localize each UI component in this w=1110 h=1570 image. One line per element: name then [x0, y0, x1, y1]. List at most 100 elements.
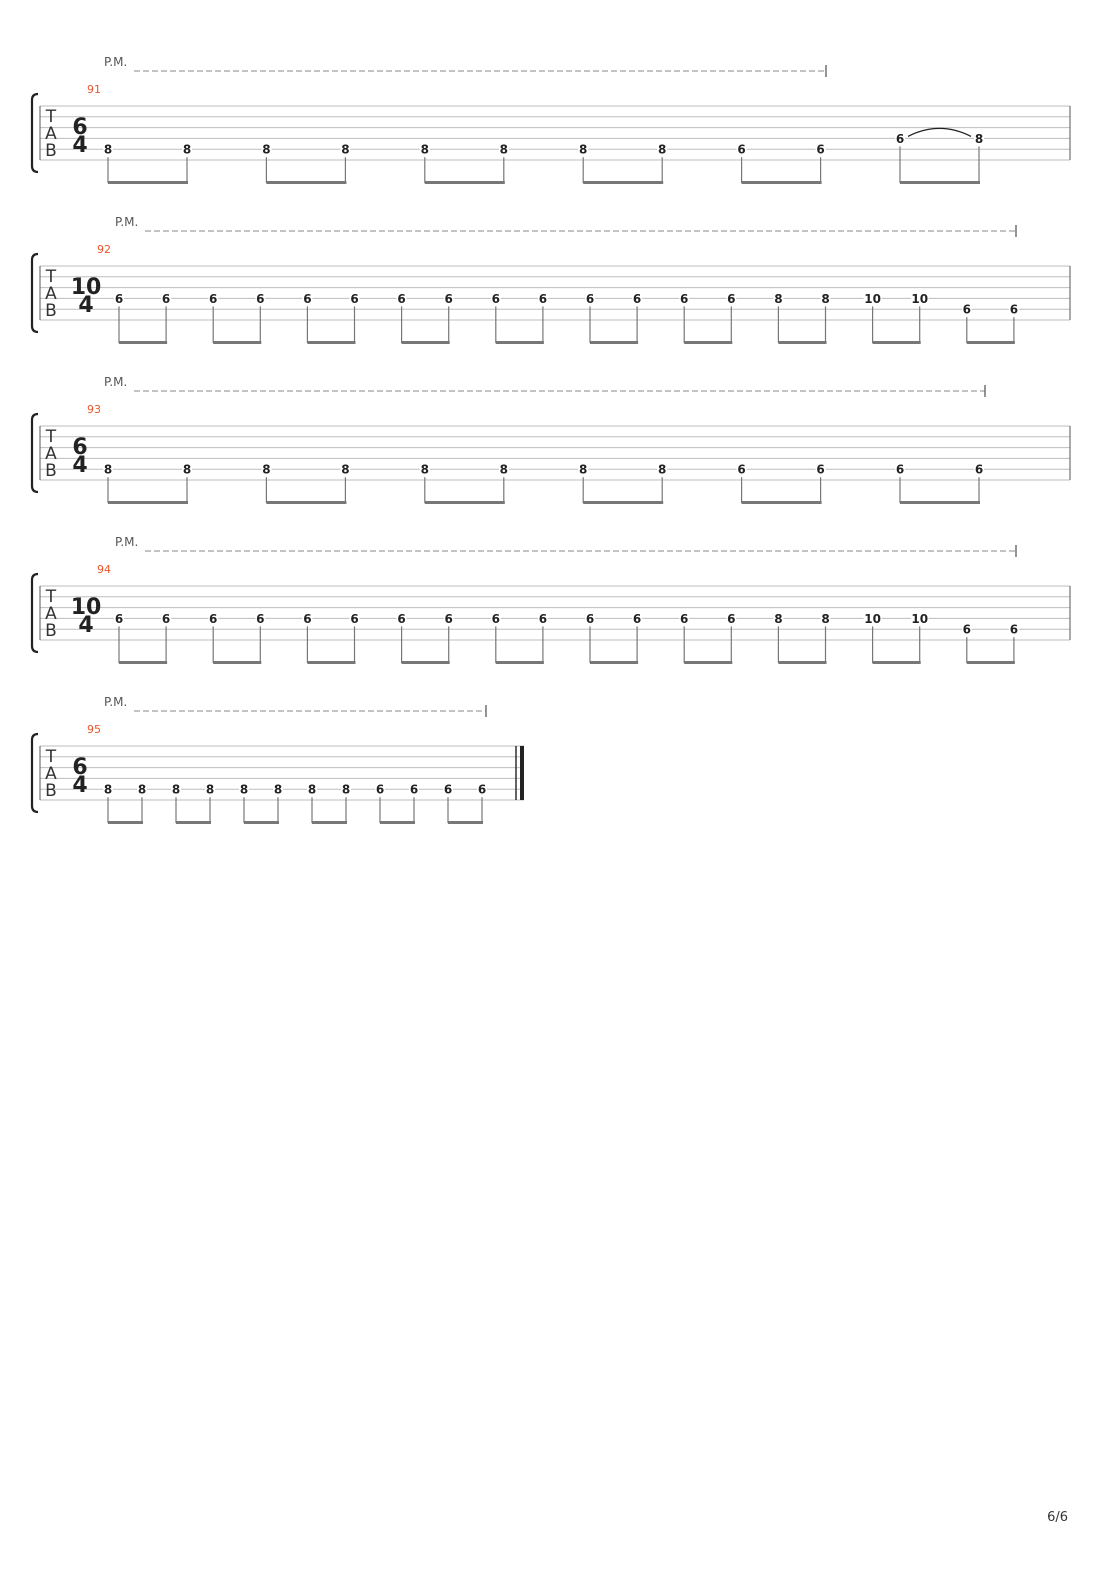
fret-number: 6: [680, 612, 688, 626]
fret-backdrop: [103, 143, 113, 156]
note-beam: [244, 821, 279, 824]
fret-number: 6: [492, 612, 500, 626]
fret-number: 8: [172, 783, 180, 797]
fret-number: 6: [1010, 623, 1018, 637]
fret-backdrop: [114, 612, 124, 625]
fret-number: 6: [445, 292, 453, 306]
fret-number: 6: [376, 783, 384, 797]
note-beam: [590, 661, 639, 664]
tab-clef-a: A: [45, 284, 57, 304]
tab-clef-b: B: [45, 301, 57, 321]
fret-backdrop: [657, 143, 668, 156]
fret-number: 8: [500, 143, 508, 157]
fret-backdrop: [815, 143, 826, 156]
note-beam: [966, 341, 1015, 344]
tab-clef-t: T: [45, 747, 57, 767]
fret-number: 6: [410, 783, 418, 797]
fret-backdrop: [726, 612, 737, 625]
note-beam: [380, 821, 415, 824]
note-beam: [401, 341, 450, 344]
fret-backdrop: [773, 612, 784, 625]
fret-number: 6: [539, 292, 547, 306]
fret-backdrop: [632, 292, 643, 305]
fret-backdrop: [341, 783, 351, 796]
fret-number: 8: [342, 783, 350, 797]
time-signature-bottom: 4: [78, 613, 93, 638]
fret-backdrop: [208, 612, 219, 625]
palm-mute-label: P.M.: [104, 375, 127, 389]
fret-backdrop: [490, 292, 501, 305]
fret-backdrop: [103, 783, 113, 796]
fret-backdrop: [171, 783, 181, 796]
fret-backdrop: [161, 612, 172, 625]
note-beam: [684, 661, 733, 664]
note-beam: [307, 661, 356, 664]
tab-clef-a: A: [45, 604, 57, 624]
fret-backdrop: [537, 292, 548, 305]
time-signature-bottom: 4: [78, 293, 93, 318]
fret-backdrop: [736, 463, 747, 476]
note-beam: [583, 181, 664, 184]
fret-backdrop: [863, 292, 882, 305]
fret-number: 8: [579, 143, 587, 157]
measure-number: 91: [87, 83, 101, 96]
fret-number: 8: [183, 463, 191, 477]
note-beam: [778, 661, 827, 664]
fret-number: 6: [816, 463, 824, 477]
fret-backdrop: [396, 292, 407, 305]
palm-mute-label: P.M.: [104, 695, 127, 709]
fret-backdrop: [273, 783, 283, 796]
note-beam: [213, 341, 262, 344]
tab-clef-t: T: [45, 587, 57, 607]
fret-backdrop: [307, 783, 317, 796]
fret-backdrop: [419, 143, 430, 156]
fret-number: 6: [586, 292, 594, 306]
fret-backdrop: [578, 143, 589, 156]
fret-backdrop: [161, 292, 172, 305]
note-beam: [312, 821, 347, 824]
tab-clef-t: T: [45, 427, 57, 447]
fret-backdrop: [255, 612, 266, 625]
fret-backdrop: [443, 292, 454, 305]
fret-number: 8: [183, 143, 191, 157]
fret-backdrop: [632, 612, 643, 625]
fret-backdrop: [443, 783, 453, 796]
fret-backdrop: [815, 463, 826, 476]
fret-number: 6: [162, 292, 170, 306]
fret-backdrop: [114, 292, 124, 305]
note-beam: [176, 821, 211, 824]
fret-number: 6: [896, 132, 904, 146]
fret-backdrop: [726, 292, 737, 305]
fret-number: 6: [444, 783, 452, 797]
fret-number: 6: [115, 292, 123, 306]
fret-number: 6: [633, 612, 641, 626]
fret-backdrop: [974, 463, 984, 476]
tab-clef-t: T: [45, 107, 57, 127]
fret-backdrop: [477, 783, 487, 796]
fret-backdrop: [261, 463, 272, 476]
fret-number: 6: [303, 292, 311, 306]
note-beam: [590, 341, 639, 344]
fret-number: 6: [737, 143, 745, 157]
fret-backdrop: [961, 303, 972, 316]
measure-number: 92: [97, 243, 111, 256]
tab-clef-b: B: [45, 621, 57, 641]
fret-backdrop: [182, 463, 192, 476]
fret-number: 10: [911, 612, 928, 626]
fret-number: 8: [658, 143, 666, 157]
palm-mute-label: P.M.: [115, 215, 138, 229]
fret-number: 6: [209, 612, 217, 626]
system-bracket: [30, 412, 39, 494]
fret-number: 8: [240, 783, 248, 797]
fret-backdrop: [974, 132, 984, 145]
fret-backdrop: [679, 292, 690, 305]
fret-number: 8: [421, 143, 429, 157]
fret-backdrop: [205, 783, 215, 796]
fret-backdrop: [261, 143, 272, 156]
note-beam: [424, 501, 505, 504]
time-signature-bottom: 4: [72, 773, 87, 798]
note-beam: [108, 821, 143, 824]
